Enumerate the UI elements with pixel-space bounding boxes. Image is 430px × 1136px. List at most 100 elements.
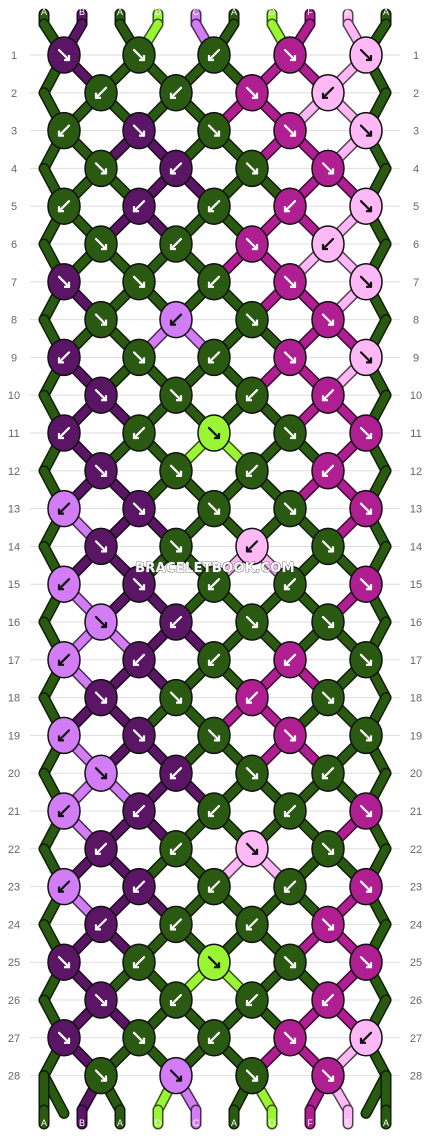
direction-arrowhead-icon xyxy=(132,886,139,893)
knot xyxy=(235,74,269,112)
direction-arrow-icon xyxy=(283,275,297,288)
row-number-left: 2 xyxy=(11,88,17,100)
row-number-left: 27 xyxy=(8,1033,20,1045)
direction-arrow-icon xyxy=(359,502,373,515)
direction-arrowhead-icon xyxy=(176,470,183,477)
direction-arrowhead-icon xyxy=(366,962,373,969)
knot xyxy=(235,905,269,944)
knot xyxy=(84,225,118,263)
knot xyxy=(349,414,383,452)
direction-arrow-icon xyxy=(207,426,221,440)
direction-arrow-icon xyxy=(245,389,259,402)
knot xyxy=(84,1056,118,1095)
knot xyxy=(273,565,307,603)
knot xyxy=(47,867,81,906)
direction-arrow-icon xyxy=(132,729,146,742)
direction-arrowhead-icon xyxy=(321,395,328,402)
direction-arrow-icon xyxy=(132,578,146,591)
top-string-label: E xyxy=(345,7,351,17)
knot xyxy=(159,830,193,868)
direction-arrowhead-icon xyxy=(290,735,297,742)
direction-arrow-icon xyxy=(57,502,71,515)
row-number-right: 5 xyxy=(413,201,419,213)
direction-arrowhead-icon xyxy=(169,244,176,251)
direction-arrow-icon xyxy=(57,426,71,440)
direction-arrow-icon xyxy=(321,464,335,477)
direction-arrowhead-icon xyxy=(328,1075,335,1082)
direction-arrow-icon xyxy=(94,540,108,553)
knot xyxy=(159,300,193,339)
bottom-string-label: F xyxy=(307,1118,313,1128)
knot xyxy=(273,867,307,906)
direction-arrow-icon xyxy=(283,729,297,742)
knot xyxy=(235,527,269,566)
direction-arrowhead-icon xyxy=(57,886,64,893)
top-string-label: D xyxy=(155,7,162,17)
direction-arrowhead-icon xyxy=(290,130,297,137)
direction-arrow-icon xyxy=(321,993,335,1007)
direction-arrowhead-icon xyxy=(207,55,214,62)
direction-arrow-icon xyxy=(207,804,221,818)
knot xyxy=(84,376,118,414)
direction-arrowhead-icon xyxy=(283,584,290,591)
direction-arrowhead-icon xyxy=(169,924,176,931)
knot xyxy=(349,111,383,150)
knot xyxy=(122,489,156,528)
knot xyxy=(84,603,118,641)
direction-arrow-icon xyxy=(132,200,146,213)
bottom-string-label: B xyxy=(79,1118,85,1128)
direction-arrow-icon xyxy=(245,842,259,855)
row-number-right: 23 xyxy=(410,882,422,894)
direction-arrowhead-icon xyxy=(207,584,214,591)
knot xyxy=(311,74,345,112)
direction-arrow-icon xyxy=(169,615,183,629)
knot xyxy=(84,905,118,944)
knot xyxy=(159,225,193,263)
direction-arrow-icon xyxy=(359,880,373,893)
direction-arrowhead-icon xyxy=(132,962,139,969)
direction-arrow-icon xyxy=(57,804,71,818)
direction-arrow-icon xyxy=(94,918,108,931)
direction-arrowhead-icon xyxy=(366,206,373,213)
direction-arrow-icon xyxy=(283,48,297,62)
knot xyxy=(349,1019,383,1057)
top-string-label: F xyxy=(307,7,313,17)
bottom-string-label: A xyxy=(41,1118,47,1128)
knot xyxy=(349,641,383,679)
direction-arrow-icon xyxy=(321,313,335,326)
top-string-label: A xyxy=(41,7,47,17)
direction-arrowhead-icon xyxy=(207,659,214,666)
row-number-left: 5 xyxy=(11,201,17,213)
knot xyxy=(84,452,118,490)
knot xyxy=(349,867,383,906)
direction-arrowhead-icon xyxy=(101,773,108,780)
direction-arrow-icon xyxy=(245,237,259,251)
direction-arrow-icon xyxy=(245,162,259,175)
row-number-left: 1 xyxy=(11,50,17,62)
knot xyxy=(197,36,231,74)
direction-arrow-icon xyxy=(321,540,335,553)
row-number-left: 16 xyxy=(8,617,20,629)
knot xyxy=(159,603,193,641)
knot xyxy=(197,641,231,679)
direction-arrow-icon xyxy=(245,464,259,477)
row-number-right: 14 xyxy=(410,541,422,553)
knot xyxy=(349,36,383,74)
knot xyxy=(235,830,269,868)
direction-arrow-icon xyxy=(359,426,373,440)
row-number-right: 26 xyxy=(410,995,422,1007)
direction-arrowhead-icon xyxy=(139,130,146,137)
direction-arrowhead-icon xyxy=(283,659,290,666)
direction-arrow-icon xyxy=(359,653,373,666)
row-number-right: 13 xyxy=(410,504,422,516)
knot xyxy=(159,527,193,566)
knot xyxy=(273,716,307,755)
direction-arrow-icon xyxy=(132,880,146,893)
knot xyxy=(122,263,156,301)
direction-arrowhead-icon xyxy=(245,546,252,553)
knot xyxy=(349,716,383,755)
row-number-left: 4 xyxy=(11,163,17,175)
direction-arrowhead-icon xyxy=(321,244,328,251)
knot xyxy=(84,74,118,112)
direction-arrow-icon xyxy=(57,351,71,364)
